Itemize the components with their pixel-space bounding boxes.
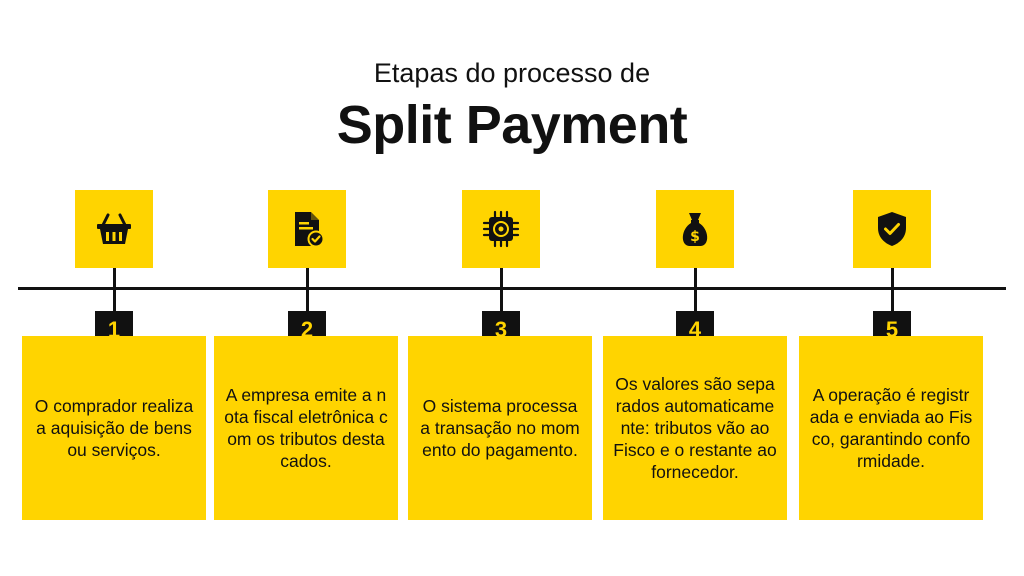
step-4: $ 4 Os valores são separados automaticam… [603,0,793,576]
step-1-stem [112,268,116,312]
step-1-text-box: O comprador realiza a aquisição de bens … [22,336,206,520]
step-5-text: A operação é registrada e enviada ao Fis… [809,385,973,471]
step-2-text: A empresa emite a nota fiscal eletrônica… [224,385,388,471]
step-3-icon-box [462,190,540,268]
step-3-text-box: O sistema processa a transação no moment… [408,336,592,520]
step-4-stem [693,268,697,312]
step-5-text-box: A operação é registrada e enviada ao Fis… [799,336,983,520]
page-subtitle: Etapas do processo de [373,58,651,88]
step-2-text-box: A empresa emite a nota fiscal eletrônica… [214,336,398,520]
step-2-stem [305,268,309,312]
step-5-icon-box [853,190,931,268]
shield-check-icon [878,212,906,246]
step-3-text: O sistema processa a transação no moment… [420,396,580,460]
step-5-stem [890,268,894,312]
step-5: 5 A operação é registrada e enviada ao F… [797,0,987,576]
step-1-text: O comprador realiza a aquisição de bens … [34,396,194,460]
step-2-icon-box [268,190,346,268]
page-title: Split Payment [336,95,688,155]
step-3: 3 O sistema processa a transação no mome… [408,0,598,576]
timeline-line [18,287,1006,290]
step-2: 2 A empresa emite a nota fiscal eletrôni… [214,0,404,576]
money-bag-icon: $ [682,213,708,246]
step-4-icon-box: $ [656,190,734,268]
step-4-text: Os valores são separados automaticamente… [613,374,777,482]
shopping-basket-icon [97,213,131,244]
step-1-icon-box [75,190,153,268]
processor-chip-icon [482,210,520,248]
step-4-text-box: Os valores são separados automaticamente… [603,336,787,520]
step-1: 1 O comprador realiza a aquisição de ben… [19,0,209,576]
svg-text:$: $ [690,229,700,245]
step-3-stem [499,268,503,312]
invoice-check-icon [295,212,325,248]
